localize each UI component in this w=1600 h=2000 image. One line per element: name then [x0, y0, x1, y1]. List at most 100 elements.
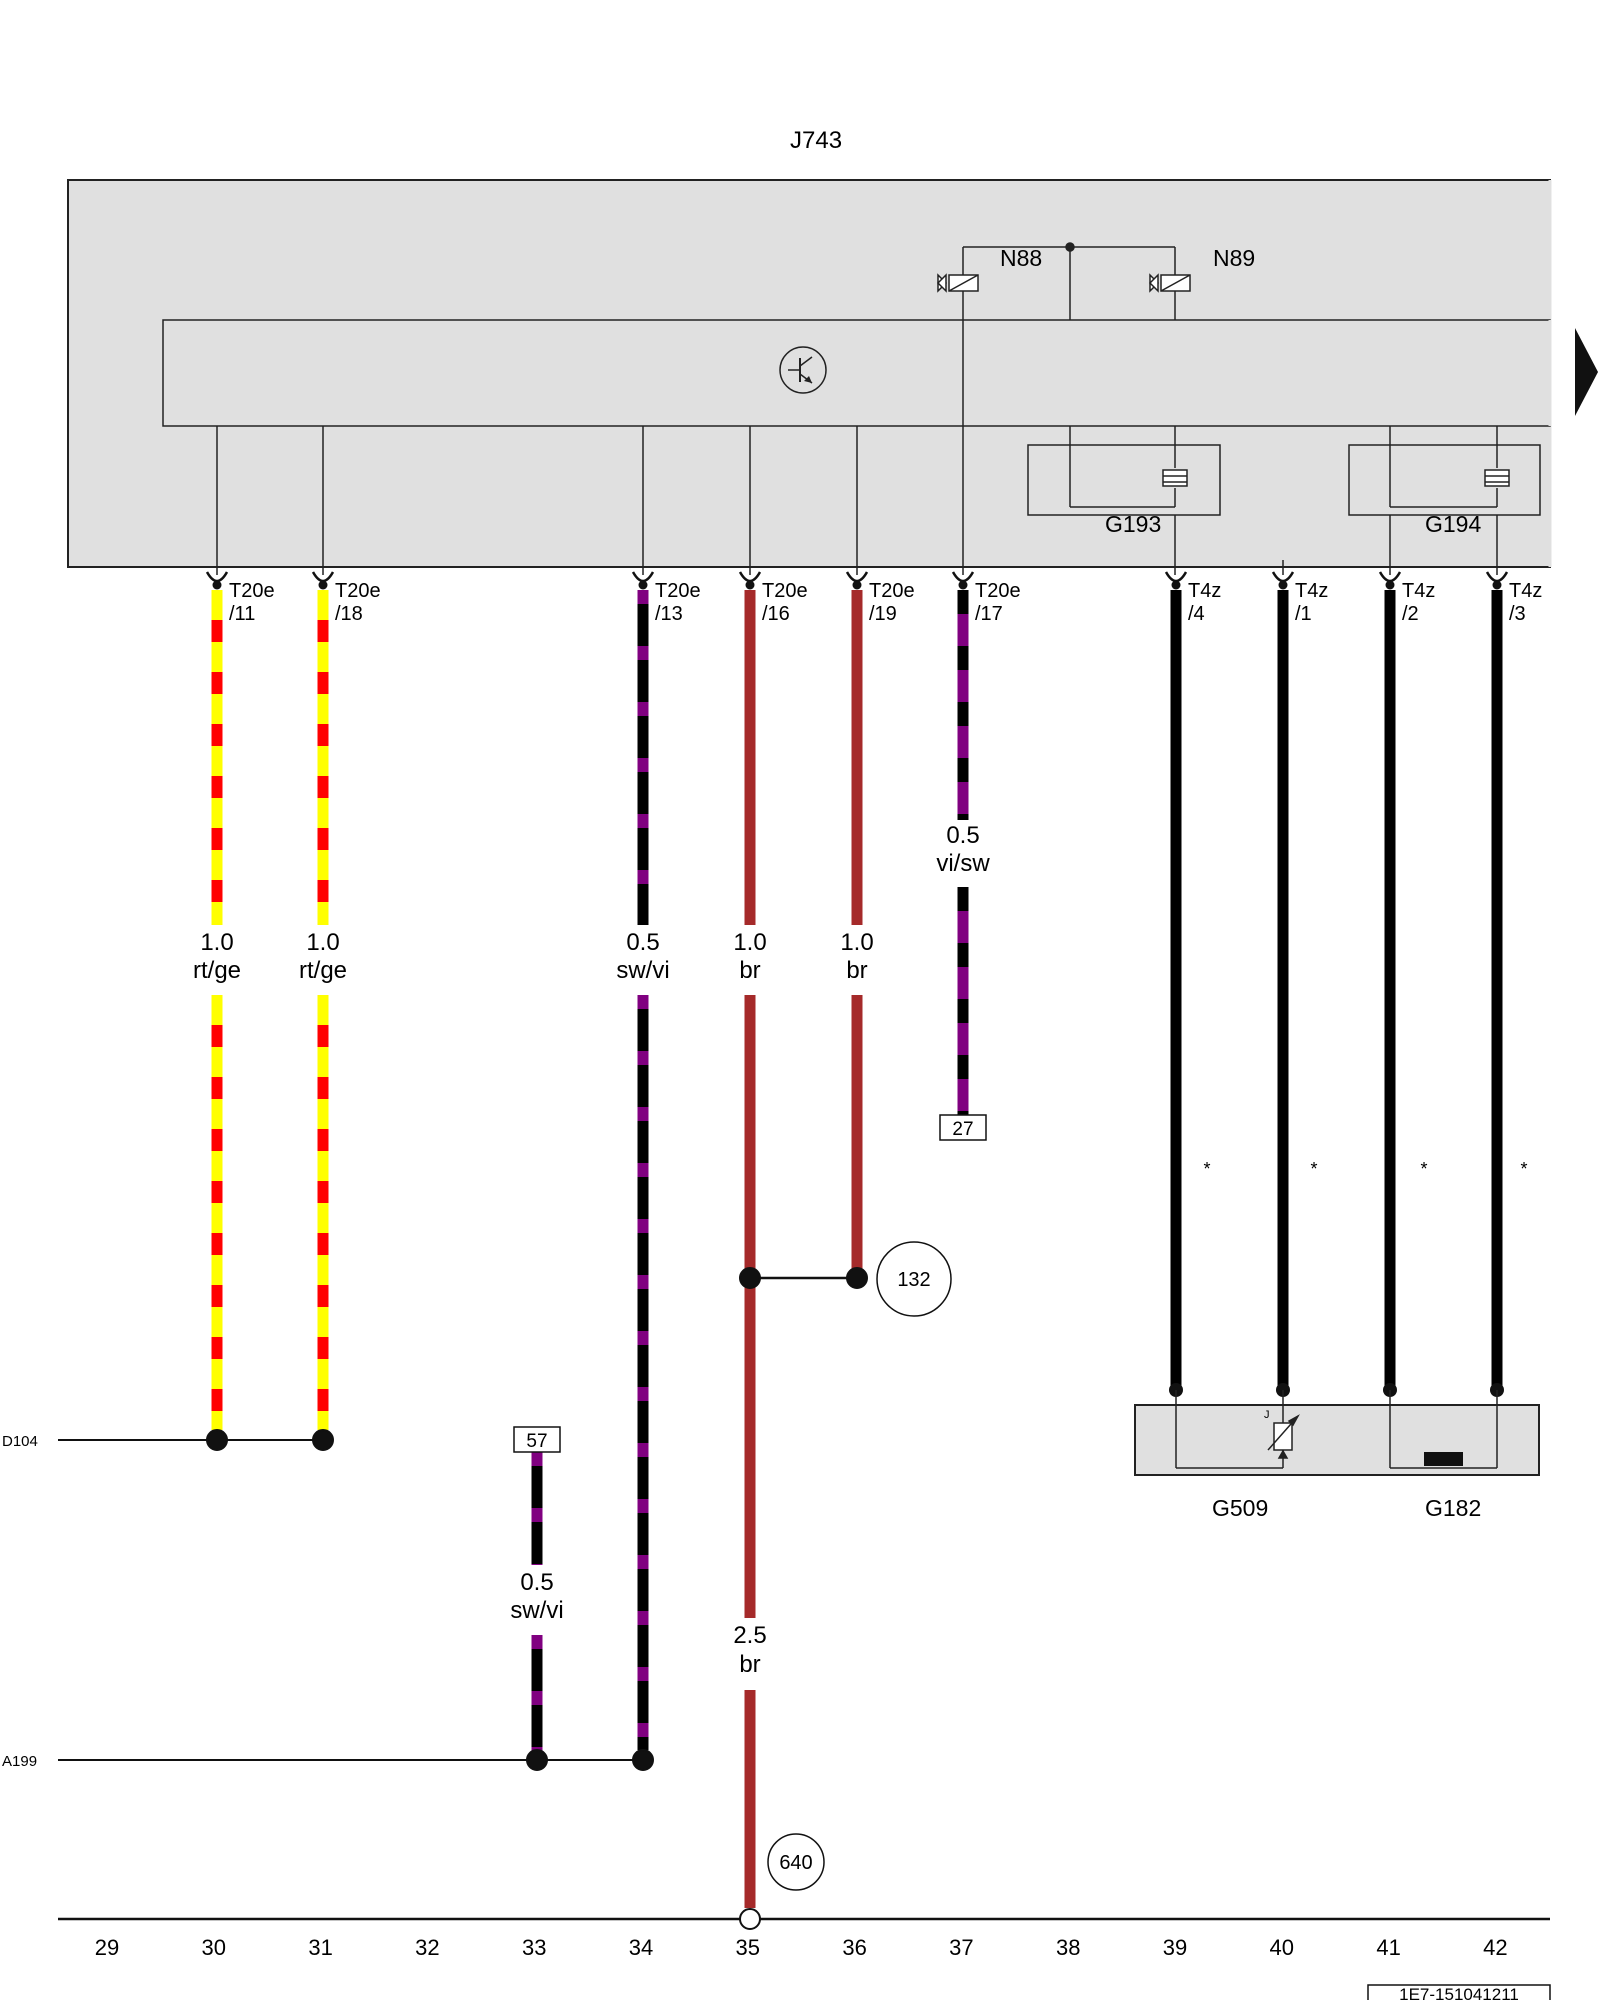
- pin-connector-label: T4z: [1509, 580, 1542, 602]
- pin-connector-label: T20e: [655, 580, 701, 602]
- track-number: 36: [842, 1935, 866, 1960]
- connector-pin: T4z/2: [1378, 571, 1435, 625]
- pin-connector-label: T4z: [1188, 580, 1221, 602]
- asterisk-note: *: [1310, 1159, 1317, 1179]
- wire-size: 0.5: [946, 822, 979, 849]
- sensor-label-g194: G194: [1425, 511, 1481, 537]
- connector-pin: T4z/1: [1271, 571, 1328, 625]
- pin-number-label: /2: [1402, 603, 1419, 625]
- sensor-label-g193: G193: [1105, 511, 1161, 537]
- reference-box-57-label: 57: [526, 1431, 547, 1452]
- pin-number-label: /19: [869, 603, 897, 625]
- track-number: 40: [1270, 1935, 1294, 1960]
- track-number: 39: [1163, 1935, 1187, 1960]
- track-number: 33: [522, 1935, 546, 1960]
- reference-box-57: 57: [513, 1426, 561, 1453]
- wire-size: 2.5: [733, 1622, 766, 1649]
- wire-color: sw/vi: [616, 957, 669, 984]
- pin-connector-label: T20e: [762, 580, 808, 602]
- internal-sensors: [1027, 426, 1541, 516]
- pin-number-label: /4: [1188, 603, 1205, 625]
- reference-box-27: 27: [939, 1114, 987, 1141]
- pin-number-label: /17: [975, 603, 1003, 625]
- transistor-icon: [779, 346, 827, 394]
- wire-notes: * * * *: [1203, 1159, 1527, 1179]
- control-unit-j743: J743: [67, 127, 1598, 568]
- pin-connector-label: T4z: [1295, 580, 1328, 602]
- track-number: 30: [202, 1935, 226, 1960]
- internal-leads: [216, 320, 1498, 575]
- pressure-sensor-icon: [1484, 469, 1510, 487]
- sensor-label-g182: G182: [1425, 1495, 1481, 1521]
- reference-circle-640: 640: [767, 1833, 825, 1891]
- wire-size: 1.0: [733, 929, 766, 956]
- track-number: 37: [949, 1935, 973, 1960]
- connector-pin: T20e/13: [631, 571, 701, 625]
- asterisk-note: *: [1520, 1159, 1527, 1179]
- asterisk-note: *: [1203, 1159, 1210, 1179]
- connector-pin: T20e/16: [738, 571, 808, 625]
- wire-size: 1.0: [840, 929, 873, 956]
- reference-circle-640-label: 640: [779, 1852, 812, 1874]
- pin-connector-label: T20e: [335, 580, 381, 602]
- junctions: [58, 1267, 1550, 1930]
- solenoid-valves: [936, 242, 1191, 320]
- asterisk-note: *: [1420, 1159, 1427, 1179]
- reference-box-27-label: 27: [952, 1119, 973, 1140]
- wire-color: br: [846, 957, 867, 984]
- valve-label-n88: N88: [1000, 245, 1042, 271]
- wire-color: vi/sw: [936, 850, 990, 877]
- connector-pin: T4z/3: [1485, 571, 1542, 625]
- track-number: 32: [415, 1935, 439, 1960]
- wire-color: br: [739, 1651, 760, 1678]
- pin-number-label: /18: [335, 603, 363, 625]
- drawing-number: 1E7-151041211: [1367, 1984, 1551, 2000]
- track-number: 35: [736, 1935, 760, 1960]
- pin-connector-label: T20e: [975, 580, 1021, 602]
- pressure-sensor-icon: [1162, 469, 1188, 487]
- control-unit-label: J743: [790, 127, 842, 154]
- sensor-block-g509-g182: J: [1134, 1390, 1540, 1476]
- temperature-sensor-icon: [1267, 1414, 1300, 1459]
- bus-label-d104: D104: [2, 1433, 38, 1450]
- track-number: 42: [1483, 1935, 1507, 1960]
- pin-number-label: /3: [1509, 603, 1526, 625]
- wire-size: 0.5: [626, 929, 659, 956]
- wire-color: rt/ge: [193, 957, 241, 984]
- reference-circle-132-label: 132: [897, 1269, 930, 1291]
- continuation-arrow-icon: [1575, 328, 1598, 416]
- track-number: 41: [1376, 1935, 1400, 1960]
- valve-label-n89: N89: [1213, 245, 1255, 271]
- track-number: 38: [1056, 1935, 1080, 1960]
- wire-size: 1.0: [200, 929, 233, 956]
- reference-circle-132: 132: [876, 1241, 952, 1317]
- drawing-number-label: 1E7-151041211: [1399, 1985, 1519, 2000]
- pin-number-label: /13: [655, 603, 683, 625]
- wire-labels: 1.0 rt/ge 1.0 rt/ge 0.5 sw/vi 1.0 br 1.0…: [193, 822, 990, 1678]
- wire-color: sw/vi: [510, 1597, 563, 1624]
- pin-number-label: /11: [229, 603, 255, 625]
- pin-number-label: /1: [1295, 603, 1312, 625]
- pin-layer: T20e/11T20e/18T20e/13T20e/16T20e/19T20e/…: [205, 571, 1542, 625]
- connector-pin: T20e/19: [845, 571, 915, 625]
- connector-pin: T20e/17: [951, 571, 1021, 625]
- bus-label-a199: A199: [2, 1753, 37, 1770]
- pressure-element-icon: [1424, 1452, 1463, 1466]
- connector-pin: T20e/11: [205, 571, 275, 625]
- sensor-small-j: J: [1264, 1409, 1270, 1421]
- pin-number-label: /16: [762, 603, 790, 625]
- pin-connector-label: T20e: [869, 580, 915, 602]
- pin-connector-label: T20e: [229, 580, 275, 602]
- wire-size: 1.0: [306, 929, 339, 956]
- wire-color: br: [739, 957, 760, 984]
- sensor-label-g509: G509: [1212, 1495, 1268, 1521]
- wire-layer: [211, 590, 1504, 1908]
- solenoid-valve-icon: [1148, 273, 1191, 293]
- connector-pin: T4z/4: [1164, 571, 1221, 625]
- pin-connector-label: T4z: [1402, 580, 1435, 602]
- track-number: 31: [308, 1935, 332, 1960]
- track-number: 34: [629, 1935, 653, 1960]
- wire-size: 0.5: [520, 1569, 553, 1596]
